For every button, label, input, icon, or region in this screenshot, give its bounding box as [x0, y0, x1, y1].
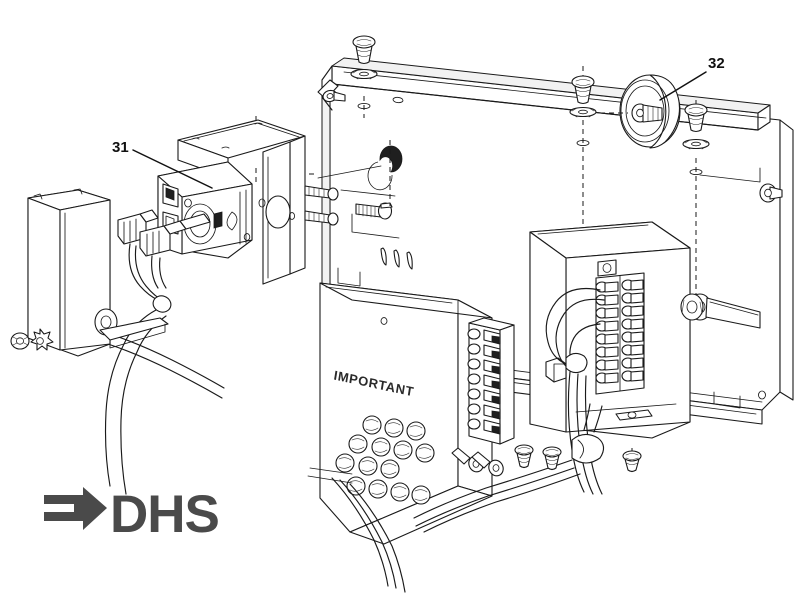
terminal-screw [346, 476, 366, 496]
plate-stud-right [759, 183, 783, 203]
terminal-screw [406, 421, 426, 441]
plate-stud-left [322, 89, 346, 103]
terminal-screw [415, 443, 435, 463]
washer-group-left [10, 328, 54, 351]
star-washer [30, 328, 54, 351]
mounting-bracket [177, 119, 306, 285]
transformer-relay-unit [157, 161, 253, 259]
box-terminal-strip [595, 272, 645, 395]
fastener-group-top-left [350, 35, 378, 110]
terminal-screw [362, 415, 382, 435]
panel-lower-studs [451, 447, 504, 477]
stud-upper [304, 185, 339, 201]
terminal-screw [368, 479, 388, 499]
terminal-screw [390, 482, 410, 502]
terminal-screw [358, 456, 378, 476]
panel-terminal-grid [335, 415, 435, 505]
terminal-screw [371, 437, 391, 457]
pan-head-screw [542, 446, 562, 471]
strain-relief-boot [571, 433, 605, 464]
callout-31-label: 31 [112, 139, 129, 156]
pan-head-screw [571, 75, 595, 105]
flat-washer [682, 138, 710, 150]
box-boss [597, 259, 617, 277]
panel-output-wires [307, 467, 406, 593]
panel-boss [380, 317, 388, 325]
terminal-screw [384, 418, 404, 438]
stud [471, 451, 504, 477]
pan-head-screw [514, 444, 534, 469]
pan-head-screw [352, 35, 376, 65]
flat-washer [10, 332, 30, 350]
back-plate-features [317, 96, 783, 409]
plate-bolt [355, 202, 393, 220]
terminal-strip-contacts [595, 279, 644, 384]
flat-washer [350, 68, 378, 80]
terminal-screw [380, 459, 400, 479]
fastener-group-bottom [514, 444, 642, 473]
control-panel [319, 282, 493, 545]
fastener-group-top-mid [569, 75, 597, 147]
strain-relief-boot [565, 352, 588, 374]
callout-32-label: 32 [708, 55, 725, 72]
callout-31: 31 [112, 139, 213, 189]
terminal-block [467, 317, 515, 445]
dhs-arrow-mark [44, 487, 107, 530]
terminal-screw [335, 453, 355, 473]
stud-lower [304, 210, 339, 226]
bottom-cable-bundle [413, 403, 605, 533]
terminal-screw [411, 485, 431, 505]
cover-shroud [27, 188, 169, 357]
vent-slots [380, 247, 413, 270]
bracket-studs [304, 185, 339, 226]
terminal-block-contacts [467, 328, 501, 435]
pan-head-screw [622, 450, 642, 473]
terminal-screw [393, 440, 413, 460]
box-side-nut [545, 357, 567, 383]
box-side-grommet [680, 293, 704, 321]
pan-head-screw [684, 103, 708, 133]
callout-32: 32 [659, 55, 725, 101]
connector-plug-lower [139, 220, 187, 257]
grommet-hub [631, 103, 663, 123]
flat-washer [569, 106, 597, 118]
dhs-logo: DHS [44, 485, 220, 544]
dhs-logo-text: DHS [110, 485, 219, 544]
terminal-screw [348, 434, 368, 454]
harness-connectors [117, 209, 211, 257]
box-bottom-tab [615, 409, 653, 421]
fastener-group-top-right [682, 103, 710, 176]
